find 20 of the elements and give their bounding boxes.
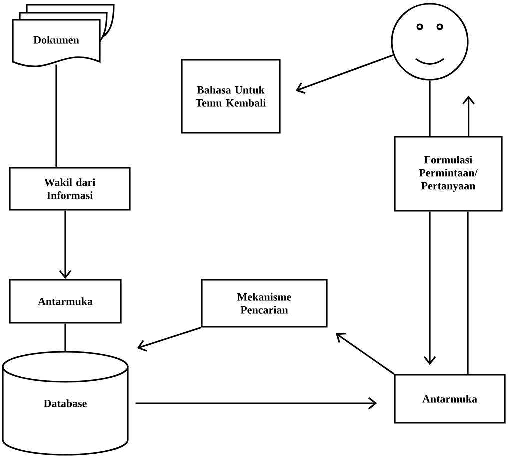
- arrow: [136, 397, 378, 410]
- arrow: [424, 212, 436, 366]
- smiley-face: [391, 3, 469, 81]
- process-box: Mekanisme Pencarian: [201, 279, 328, 328]
- arrow: [137, 327, 202, 352]
- arrow: [462, 96, 475, 136]
- arrow: [59, 210, 72, 280]
- database-cylinder: Database: [2, 351, 129, 456]
- process-box: Antarmuka: [9, 279, 122, 324]
- connector-line: [64, 324, 66, 352]
- arrow: [336, 332, 395, 375]
- process-box: Wakil dari Informasi: [9, 167, 131, 211]
- process-box: Formulasi Permintaan/ Pertanyaan: [394, 136, 503, 212]
- process-box: Bahasa Untuk Temu Kembali: [181, 59, 281, 134]
- arrow: [296, 54, 394, 94]
- connector-line: [467, 212, 469, 374]
- process-box: Antarmuka: [394, 374, 506, 424]
- document-stack: Dokumen: [12, 4, 115, 68]
- connector-line: [429, 80, 431, 136]
- connector-line: [56, 64, 58, 168]
